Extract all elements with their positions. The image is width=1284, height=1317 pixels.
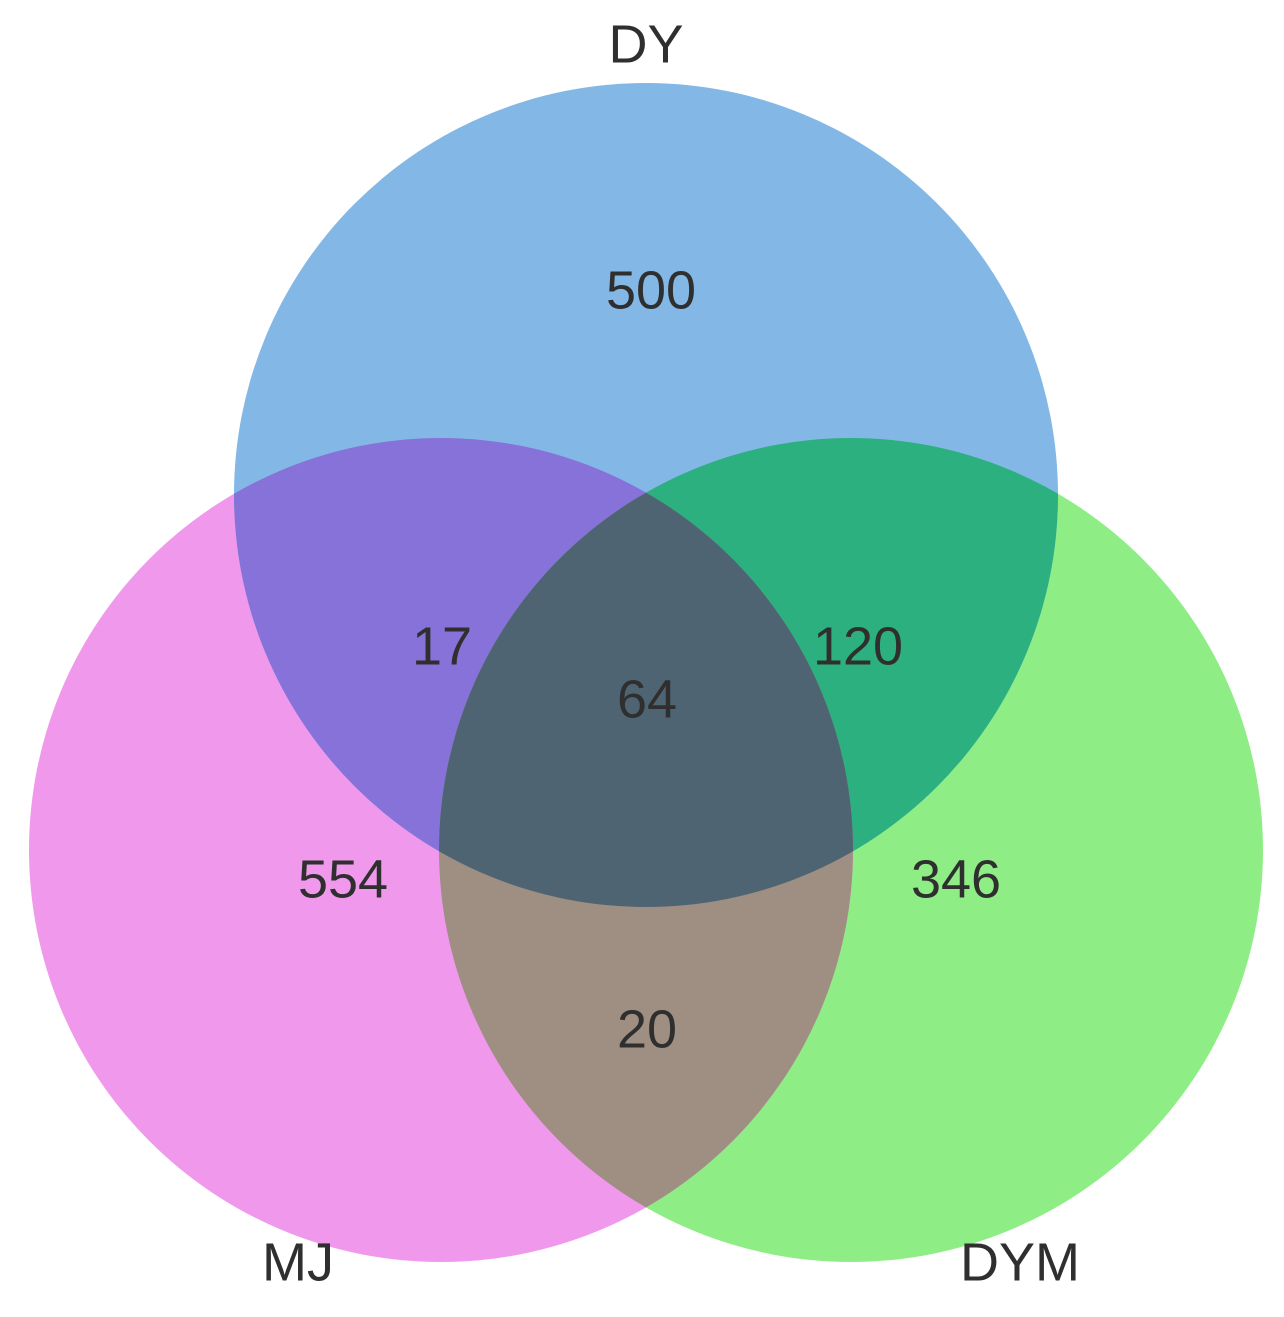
set-label-mj: MJ bbox=[262, 1232, 334, 1292]
count-dy-mj: 17 bbox=[412, 616, 472, 676]
count-dy-only: 500 bbox=[606, 260, 696, 320]
count-dym-only: 346 bbox=[911, 849, 1001, 909]
count-dy-dym: 120 bbox=[813, 616, 903, 676]
count-mj-only: 554 bbox=[298, 849, 388, 909]
count-mj-dym: 20 bbox=[617, 999, 677, 1059]
region-all bbox=[439, 438, 853, 907]
set-label-dym: DYM bbox=[960, 1232, 1080, 1292]
count-all: 64 bbox=[617, 669, 677, 729]
set-label-dy: DY bbox=[608, 14, 683, 74]
